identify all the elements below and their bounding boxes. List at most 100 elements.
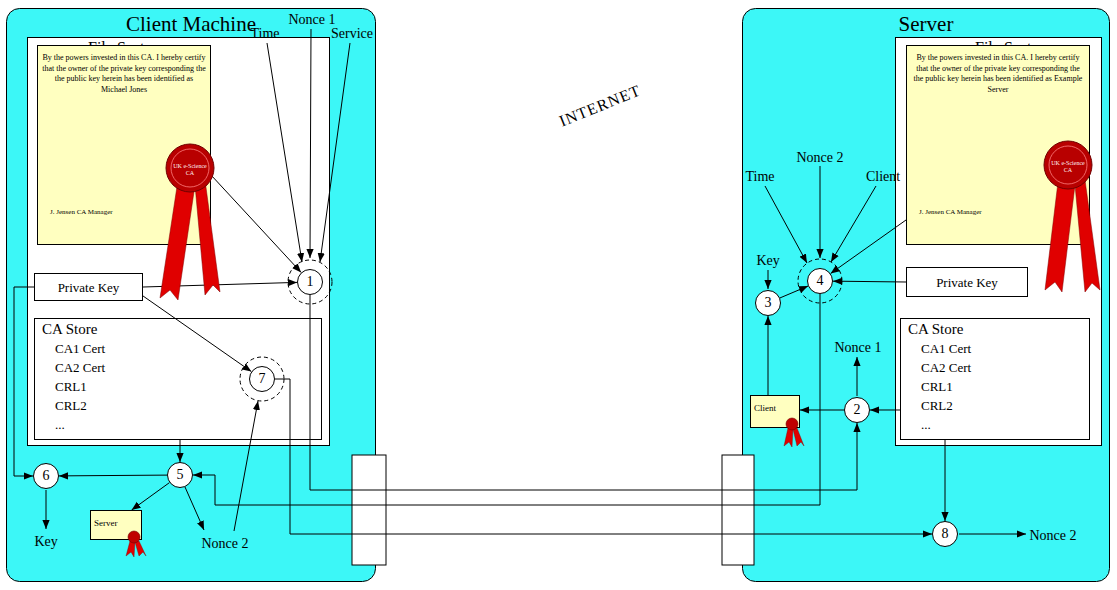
connector xyxy=(310,295,857,490)
connector xyxy=(143,282,297,287)
step-number: 4 xyxy=(807,268,833,294)
label-anchor: Time xyxy=(746,167,775,185)
input-arrow xyxy=(768,270,769,289)
connector xyxy=(211,175,301,272)
connector xyxy=(180,440,181,462)
seal-ribbon xyxy=(793,428,804,446)
network-port xyxy=(722,455,754,565)
input-arrow xyxy=(820,166,821,258)
step-circle: 6 xyxy=(33,463,59,489)
signature: J. Jensen CA Manager xyxy=(50,208,113,217)
file-system-box: File SystemBy the powers invested in thi… xyxy=(895,37,1102,446)
step-circle-shape xyxy=(250,367,275,392)
step-circle-shape xyxy=(168,463,193,488)
store-item: ... xyxy=(921,415,1089,434)
label-anchor: INTERNET xyxy=(557,97,643,115)
panel-title: Server xyxy=(742,12,1110,36)
dashed-ring xyxy=(798,259,842,303)
output-label: Nonce 1 xyxy=(835,340,882,356)
wax-seal xyxy=(166,144,214,192)
output-arrow xyxy=(857,357,858,396)
file-system-ground xyxy=(896,38,1102,446)
certificate-name: Client xyxy=(754,403,776,414)
input-arrow xyxy=(320,43,350,262)
file-system-ground xyxy=(28,38,330,446)
label-anchor: Nonce 2 xyxy=(202,534,249,552)
input-label: Nonce 1 xyxy=(289,12,336,28)
output-label: Key xyxy=(35,534,58,550)
step-circle: 2 xyxy=(844,397,870,423)
output-label: Nonce 2 xyxy=(1030,528,1077,544)
store-item: CRL2 xyxy=(55,396,321,415)
panel-ground xyxy=(7,9,376,582)
seal-ribbon xyxy=(1045,182,1075,292)
label-anchor: UK e-Science CA xyxy=(1051,158,1085,176)
wax-seal xyxy=(1044,141,1092,189)
certificate-icon: Client xyxy=(750,395,800,428)
step-circle: 5 xyxy=(167,462,193,488)
output-label: Nonce 2 xyxy=(202,536,249,552)
label-anchor: Service xyxy=(331,24,373,42)
store-item: CA1 Cert xyxy=(55,339,321,358)
store-item: CRL1 xyxy=(55,377,321,396)
store-item: ... xyxy=(55,415,321,434)
seal-ring xyxy=(1049,146,1087,184)
network-port xyxy=(352,455,386,565)
connector xyxy=(831,220,906,273)
step-circle-shape xyxy=(808,269,833,294)
label-anchor: Nonce 2 xyxy=(1030,526,1077,544)
connector xyxy=(945,440,946,521)
certificate-name: Server xyxy=(94,518,118,529)
connector xyxy=(833,281,906,283)
input-arrow xyxy=(234,401,258,531)
connector xyxy=(59,475,167,477)
input-arrow xyxy=(831,186,876,262)
output-arrow xyxy=(185,487,204,530)
store-item: CRL1 xyxy=(921,377,1089,396)
seal-ring xyxy=(171,149,209,187)
label-anchor: Client xyxy=(866,167,900,185)
label-anchor: Nonce 2 xyxy=(797,148,844,166)
store-item: CA2 Cert xyxy=(921,358,1089,377)
label-anchor: Nonce 1 xyxy=(289,10,336,28)
step-circle: 1 xyxy=(297,269,323,295)
input-arrow xyxy=(310,29,311,258)
certificate-text: By the powers invested in this CA. I her… xyxy=(42,53,206,95)
file-system-box: File SystemBy the powers invested in thi… xyxy=(27,37,330,446)
store-item: CRL2 xyxy=(921,396,1089,415)
label-anchor: Key xyxy=(757,251,780,269)
input-label: Time xyxy=(251,26,280,42)
signature: J. Jensen CA Manager xyxy=(919,208,982,217)
connector xyxy=(193,294,820,505)
step-circle-shape xyxy=(756,291,781,316)
seal-ribbon xyxy=(135,541,146,556)
step-circle-shape xyxy=(298,270,323,295)
seal-ribbon xyxy=(126,541,135,557)
step-number: 8 xyxy=(932,521,958,547)
label-anchor: UK e-Science CA xyxy=(173,161,207,179)
step-number: 5 xyxy=(167,462,193,488)
dashed-ring xyxy=(288,260,332,304)
seal-text: UK e-Science CA xyxy=(173,163,207,177)
seal-ribbon xyxy=(1075,180,1100,292)
seal-text: UK e-Science CA xyxy=(1051,160,1085,174)
connector xyxy=(870,409,900,410)
wax-seal xyxy=(128,531,140,543)
connector xyxy=(800,409,844,410)
output-arrow xyxy=(959,534,1026,535)
key-label: Private Key xyxy=(936,275,998,290)
input-label: Service xyxy=(331,26,373,42)
connector xyxy=(14,287,34,476)
step-number: 7 xyxy=(249,366,275,392)
connector xyxy=(275,379,932,534)
step-number: 2 xyxy=(844,397,870,423)
certificate-icon: Server xyxy=(90,510,142,540)
step-circle: 3 xyxy=(755,290,781,316)
machine-panel: ServerFile SystemBy the powers invested … xyxy=(742,8,1110,582)
dashed-ring xyxy=(240,357,284,401)
step-number: 6 xyxy=(33,463,59,489)
step-number: 3 xyxy=(755,290,781,316)
step-circle: 4 xyxy=(807,268,833,294)
step-circle: 7 xyxy=(249,366,275,392)
